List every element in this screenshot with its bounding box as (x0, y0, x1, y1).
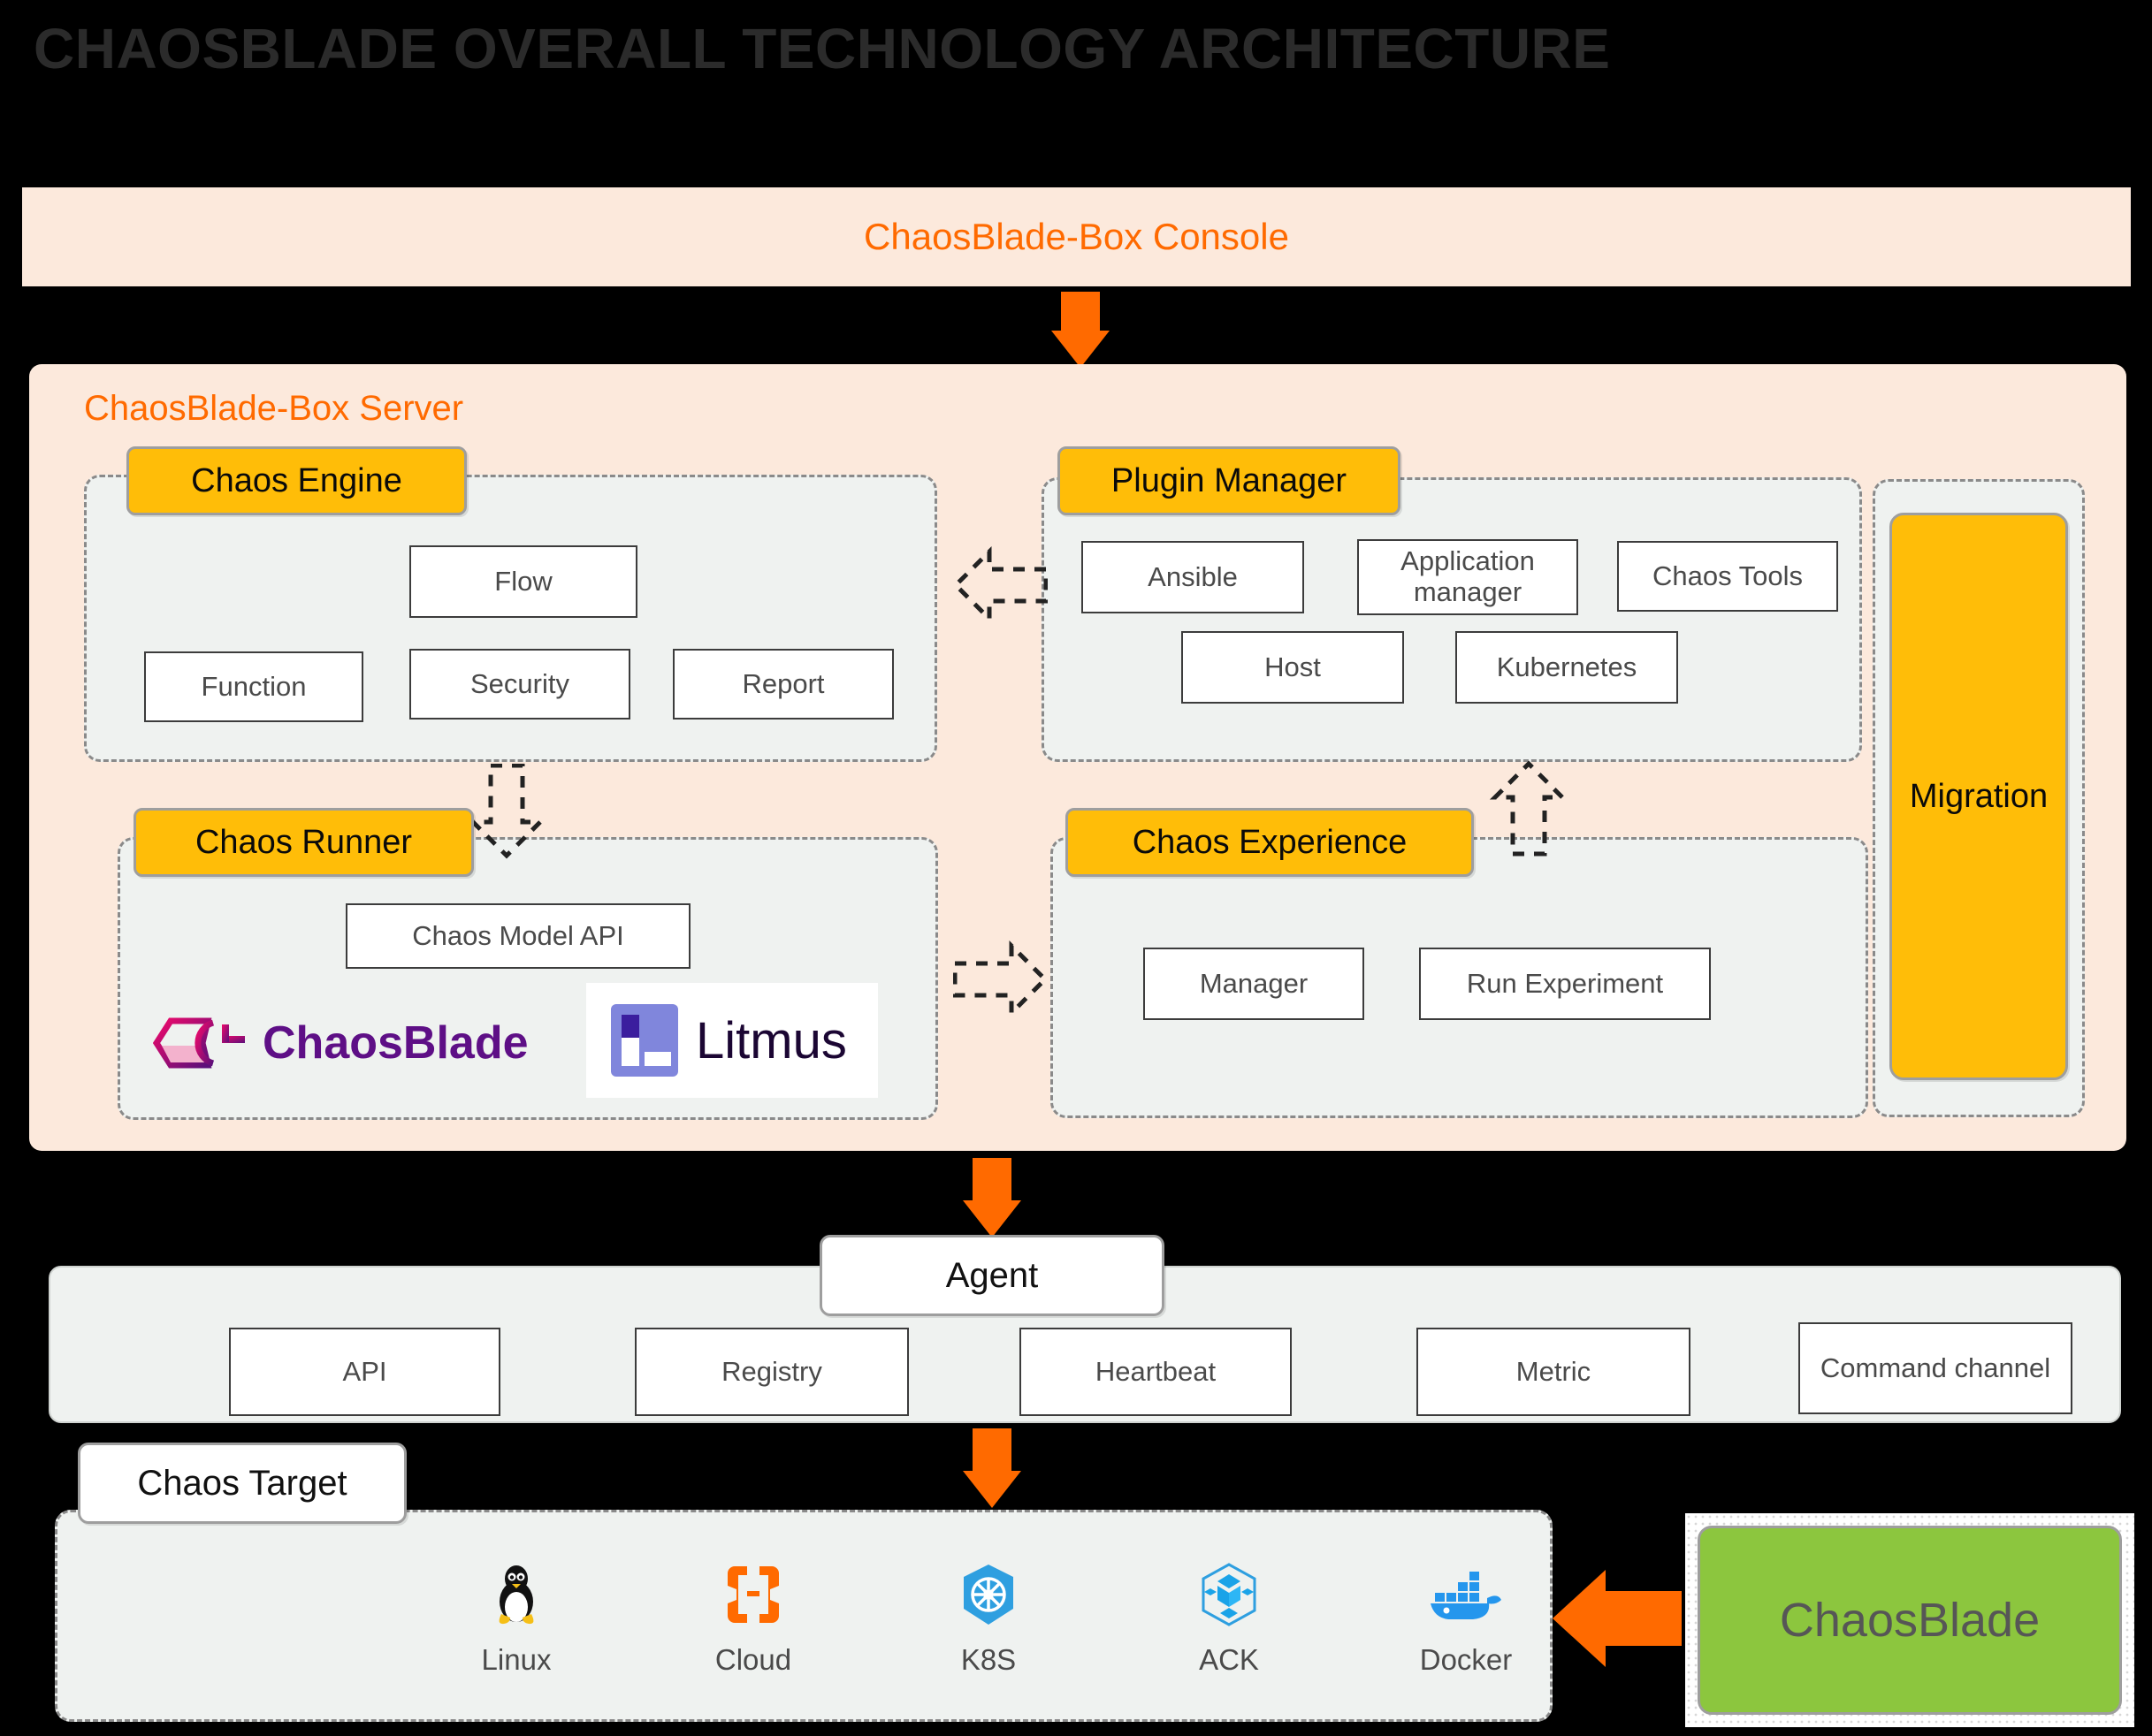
chip-chaos-experience[interactable]: Chaos Experience (1065, 808, 1474, 877)
leaf-host[interactable]: Host (1181, 631, 1404, 704)
litmus-book-icon (611, 1004, 678, 1077)
arrow-experience-to-plugin (1489, 760, 1568, 857)
leaf-registry[interactable]: Registry (635, 1328, 909, 1416)
leaf-security[interactable]: Security (409, 649, 630, 720)
leaf-chaos-model-api[interactable]: Chaos Model API (346, 903, 691, 969)
target-label-docker: Docker (1419, 1643, 1513, 1676)
chaosblade-blade-icon (153, 1017, 245, 1068)
target-item-linux[interactable]: Linux (432, 1558, 600, 1677)
leaf-kubernetes[interactable]: Kubernetes (1455, 631, 1678, 704)
chip-chaos-runner[interactable]: Chaos Runner (134, 808, 474, 877)
chip-chaos-engine[interactable]: Chaos Engine (126, 446, 467, 515)
target-item-k8s[interactable]: K8S (904, 1558, 1072, 1677)
chaosblade-logo: ChaosBlade (153, 1001, 542, 1085)
kubernetes-helm-icon (960, 1558, 1017, 1631)
leaf-chaos-tools[interactable]: Chaos Tools (1617, 541, 1838, 612)
leaf-metric[interactable]: Metric (1416, 1328, 1690, 1416)
chip-agent[interactable]: Agent (820, 1235, 1164, 1316)
leaf-command-channel[interactable]: Command channel (1798, 1322, 2072, 1414)
arrow-runner-to-experience (953, 940, 1049, 1019)
leaf-heartbeat[interactable]: Heartbeat (1019, 1328, 1292, 1416)
chaosblade-box-server-panel: ChaosBlade-Box Server Chaos Engine Flow … (29, 364, 2126, 1151)
target-item-docker[interactable]: Docker (1382, 1558, 1550, 1677)
ack-hexagon-cube-icon (1199, 1558, 1259, 1631)
server-title: ChaosBlade-Box Server (84, 389, 464, 428)
chaosblade-product-card: ChaosBlade (1685, 1513, 2134, 1727)
leaf-flow[interactable]: Flow (409, 545, 637, 618)
target-label-linux: Linux (481, 1643, 552, 1676)
leaf-manager[interactable]: Manager (1143, 948, 1364, 1020)
chaosblade-label: ChaosBlade (1698, 1526, 2122, 1715)
module-plugin-manager (1042, 477, 1862, 762)
chip-migration[interactable]: Migration (1889, 513, 2068, 1080)
leaf-application-manager[interactable]: Application manager (1357, 539, 1578, 615)
target-label-k8s: K8S (960, 1643, 1017, 1676)
chaosblade-wordmark: ChaosBlade (263, 1016, 529, 1069)
docker-whale-icon (1429, 1558, 1503, 1631)
cloud-bracket-icon (726, 1558, 781, 1631)
target-label-cloud: Cloud (714, 1643, 792, 1676)
arrow-engine-to-runner (467, 764, 546, 859)
chip-chaos-target[interactable]: Chaos Target (78, 1443, 407, 1524)
target-item-cloud[interactable]: Cloud (669, 1558, 837, 1677)
target-item-ack[interactable]: ACK (1145, 1558, 1313, 1677)
target-label-ack: ACK (1199, 1643, 1259, 1676)
leaf-ansible[interactable]: Ansible (1081, 541, 1304, 613)
leaf-report[interactable]: Report (673, 649, 894, 720)
leaf-api[interactable]: API (229, 1328, 500, 1416)
console-label: ChaosBlade-Box Console (864, 216, 1289, 257)
leaf-run-experiment[interactable]: Run Experiment (1419, 948, 1711, 1020)
arrow-plugin-to-engine (952, 545, 1048, 625)
page-title: CHAOSBLADE OVERALL TECHNOLOGY ARCHITECTU… (34, 17, 1611, 80)
litmus-wordmark: Litmus (696, 1011, 847, 1070)
chaosblade-box-console-bar: ChaosBlade-Box Console (22, 187, 2131, 286)
litmus-logo: Litmus (586, 983, 878, 1098)
linux-penguin-icon (492, 1558, 541, 1631)
chip-plugin-manager[interactable]: Plugin Manager (1057, 446, 1400, 515)
leaf-function[interactable]: Function (144, 651, 363, 722)
chaos-target-panel: Linux Cloud (55, 1510, 1553, 1722)
